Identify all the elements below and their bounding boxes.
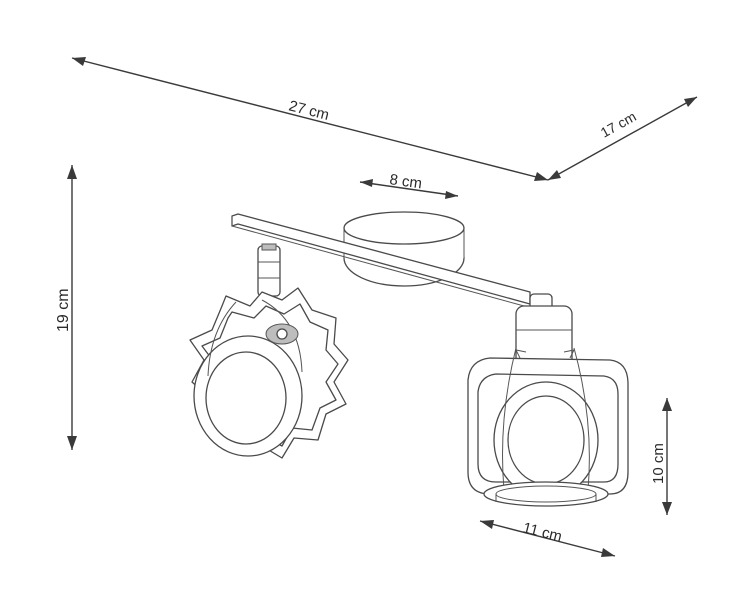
left-spot-arm bbox=[257, 243, 281, 297]
dimension-base: 8 cm bbox=[359, 171, 459, 199]
left-spot-cage bbox=[189, 287, 349, 459]
dimension-width: 27 cm bbox=[71, 57, 549, 181]
dimension-depth-label: 17 cm bbox=[598, 108, 639, 140]
dimension-width-label: 27 cm bbox=[287, 97, 331, 124]
dimension-shade-width-label: 11 cm bbox=[521, 519, 564, 545]
right-spot-cage bbox=[467, 347, 629, 507]
dimension-shade-width: 11 cm bbox=[479, 519, 616, 557]
dimension-base-label: 8 cm bbox=[388, 171, 423, 192]
dimension-shade-height-label: 10 cm bbox=[650, 443, 667, 484]
ceiling-lamp-drawing bbox=[189, 211, 629, 507]
dimension-depth: 17 cm bbox=[547, 96, 698, 181]
dimension-height: 19 cm bbox=[55, 165, 77, 450]
dimension-height-label: 19 cm bbox=[55, 288, 72, 332]
dimension-shade-height: 10 cm bbox=[650, 398, 672, 515]
